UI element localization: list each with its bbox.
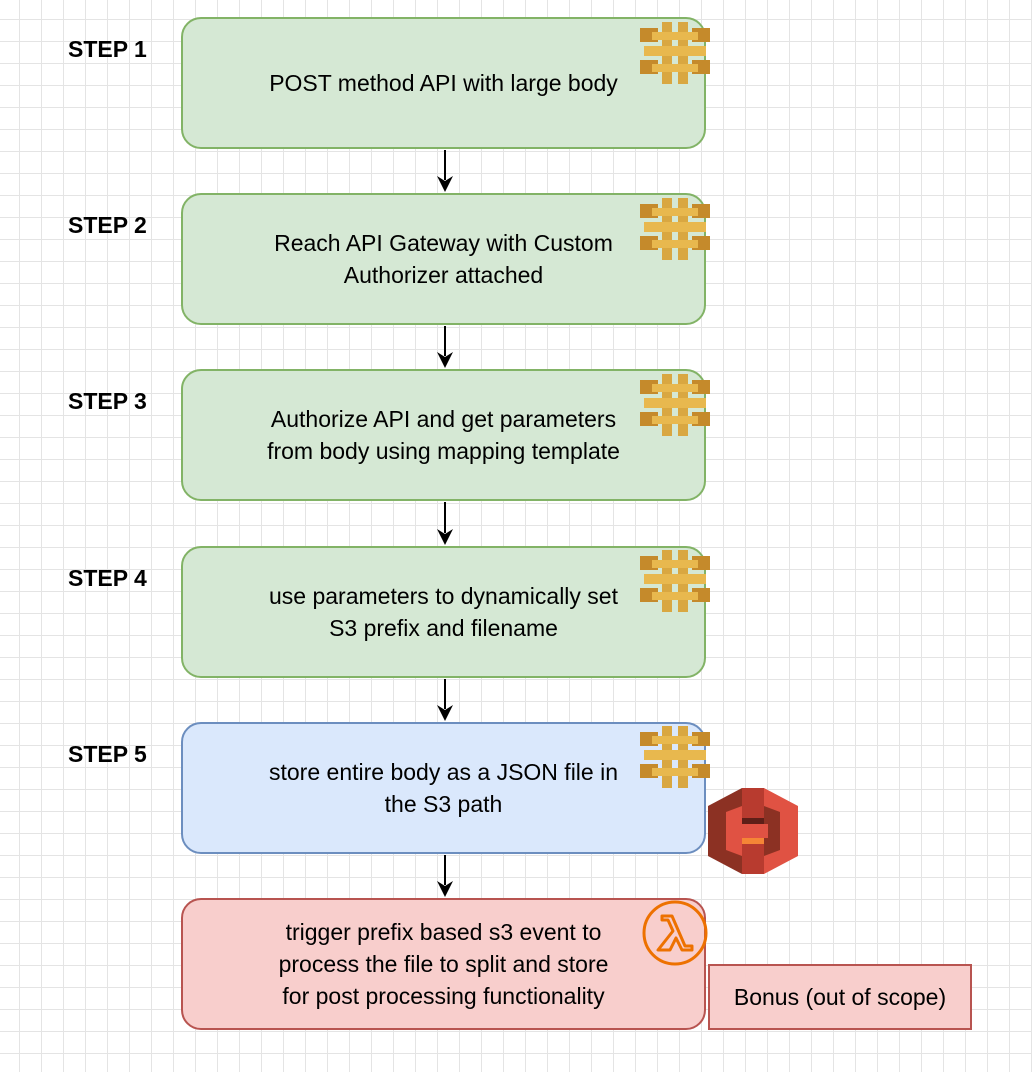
arrow-step5-to-final — [437, 855, 453, 897]
api-gateway-icon — [640, 198, 710, 260]
step-1-label: STEP 1 — [68, 36, 147, 62]
api-gateway-icon — [640, 550, 710, 612]
step-2-box[interactable]: Reach API Gateway with Custom Authorizer… — [181, 193, 706, 325]
step-3-text: Authorize API and get parameters from bo… — [267, 406, 620, 464]
step-1-box[interactable]: POST method API with large body — [181, 17, 706, 149]
step-4-label: STEP 4 — [68, 565, 147, 591]
step-4-box[interactable]: use parameters to dynamically set S3 pre… — [181, 546, 706, 678]
final-step-box[interactable]: trigger prefix based s3 event to process… — [181, 898, 706, 1030]
arrow-step2-to-step3 — [437, 326, 453, 368]
step-5-box[interactable]: store entire body as a JSON file in the … — [181, 722, 706, 854]
arrow-step1-to-step2 — [437, 150, 453, 192]
step-2-text: Reach API Gateway with Custom Authorizer… — [274, 230, 613, 288]
step-5-text: store entire body as a JSON file in the … — [269, 759, 618, 817]
step-5-label: STEP 5 — [68, 741, 147, 767]
s3-bucket-icon — [708, 788, 798, 874]
bonus-text: Bonus (out of scope) — [733, 983, 947, 1010]
arrow-step4-to-step5 — [437, 679, 453, 721]
lambda-icon — [642, 900, 708, 966]
step-3-label: STEP 3 — [68, 388, 147, 414]
step-2-label: STEP 2 — [68, 212, 147, 238]
step-3-box[interactable]: Authorize API and get parameters from bo… — [181, 369, 706, 501]
step-1-text: POST method API with large body — [269, 70, 618, 96]
arrow-step3-to-step4 — [437, 502, 453, 545]
final-step-text: trigger prefix based s3 event to process… — [278, 919, 609, 1009]
api-gateway-icon — [640, 374, 710, 436]
api-gateway-icon — [640, 726, 710, 788]
step-4-text: use parameters to dynamically set S3 pre… — [269, 583, 618, 641]
api-gateway-icon — [640, 22, 710, 84]
bonus-box[interactable]: Bonus (out of scope) — [708, 964, 972, 1030]
